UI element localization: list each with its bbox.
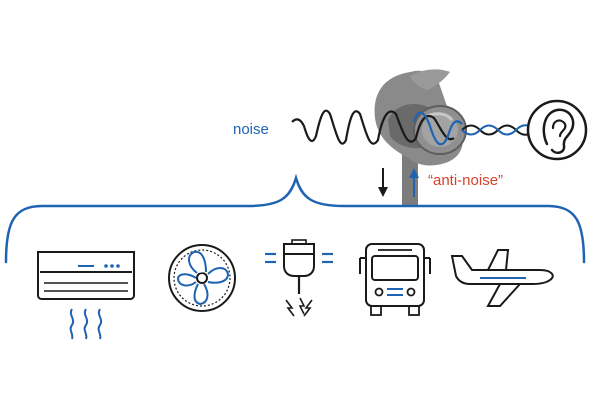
ear-icon [526,99,588,161]
noise-down-arrow [378,168,388,197]
bus-icon [359,243,431,316]
anti-noise-wave [412,111,463,146]
fan-icon [168,244,236,312]
jackhammer-icon [265,239,333,317]
anti-noise-up-arrow [409,168,419,197]
noise-wave [291,109,455,145]
residual-wave-blue [461,124,531,136]
sources-brace [4,173,586,264]
noise-label: noise [233,121,269,138]
air-conditioner-icon [37,251,135,340]
airplane-icon [450,249,554,307]
anti-noise-label: “anti-noise” [428,172,503,189]
